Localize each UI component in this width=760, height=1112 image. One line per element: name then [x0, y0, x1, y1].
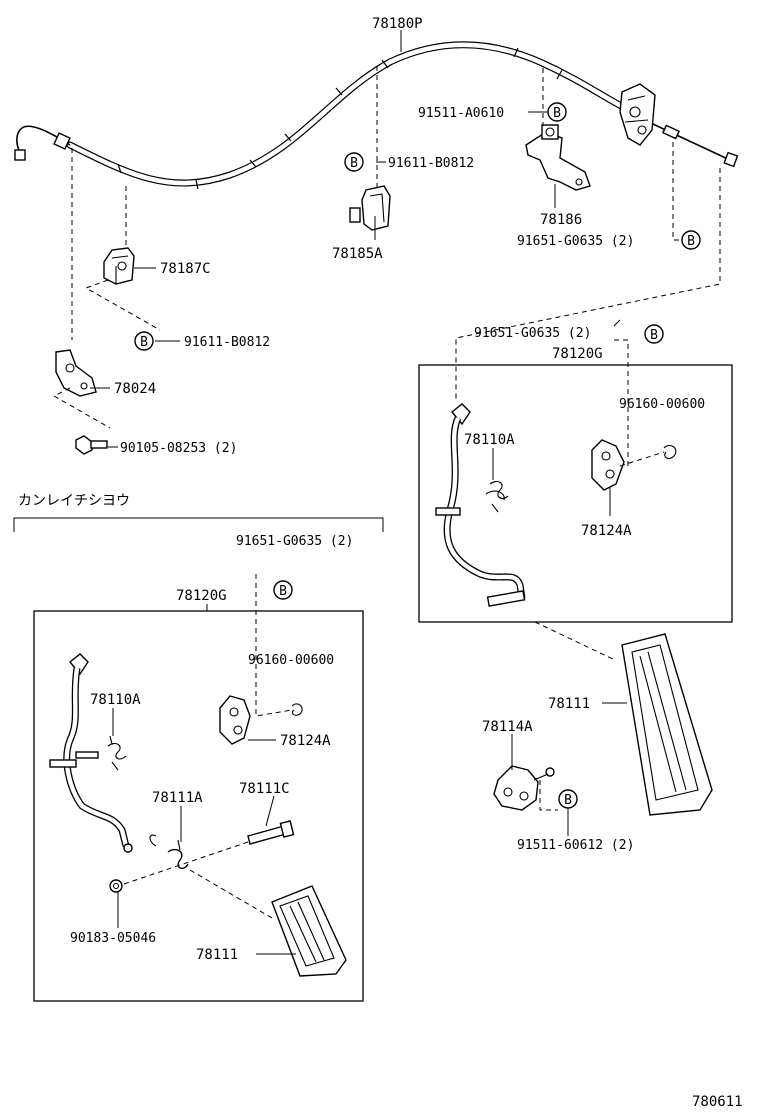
label-78186: 78186: [540, 212, 582, 228]
svg-text:B: B: [553, 106, 561, 121]
label-78187C: 78187C: [160, 261, 211, 277]
callout-b-4: B: [134, 331, 154, 351]
pedal-pad-78111-left: [271, 885, 347, 977]
label-78124A-left: 78124A: [280, 733, 331, 749]
callout-b-1: B: [547, 102, 567, 122]
label-91611-B0812-top: 91611-B0812: [388, 156, 474, 171]
sensor-78124A-left: [219, 695, 303, 745]
right-box-dashed: [614, 339, 665, 470]
bracket-78024: [55, 349, 97, 397]
label-91611-B0812-left: 91611-B0812: [184, 335, 270, 350]
pedal-arm-right: [435, 403, 526, 607]
label-91511-A0610: 91511-A0610: [418, 106, 504, 121]
label-78110A-right: 78110A: [464, 432, 515, 448]
svg-text:B: B: [140, 335, 148, 350]
svg-text:B: B: [279, 584, 287, 599]
label-90105-08253: 90105-08253 (2): [120, 441, 237, 456]
label-91511-60612: 91511-60612 (2): [517, 838, 634, 853]
clip-78185A: [349, 185, 391, 231]
left-box-dashed-b: [123, 841, 249, 885]
label-78111-right: 78111: [548, 696, 590, 712]
label-78110A-left: 78110A: [90, 692, 141, 708]
spring-left: [107, 735, 127, 771]
label-78114A: 78114A: [482, 719, 533, 735]
diagram-id: 780611: [692, 1094, 743, 1110]
left-box-dashed-a: [255, 574, 293, 717]
upper-dashed-leaders: [52, 66, 721, 429]
label-78111C: 78111C: [239, 781, 290, 797]
pedal-pad-78111-right: [621, 633, 713, 816]
box-78120G-left: [33, 610, 364, 1002]
leader-lines: [90, 30, 627, 955]
callout-b-2: B: [344, 152, 364, 172]
label-96160-00600-right: 96160-00600: [619, 397, 705, 412]
callout-b-7: B: [273, 580, 293, 600]
label-96160-00600-left: 96160-00600: [248, 653, 334, 668]
clip-78187C: [103, 247, 135, 285]
label-91651-G0635-left: 91651-G0635 (2): [236, 534, 353, 549]
label-78120G-left: 78120G: [176, 588, 227, 604]
svg-text:B: B: [687, 234, 695, 249]
box-78120G-right: [418, 364, 733, 623]
label-78124A-right: 78124A: [581, 523, 632, 539]
svg-text:B: B: [564, 793, 572, 808]
label-78185A: 78185A: [332, 246, 383, 262]
label-78111-left: 78111: [196, 947, 238, 963]
bracket-78186: [525, 124, 591, 191]
section-title: カンレイチシヨウ: [18, 493, 130, 509]
pedal-arm-left: [49, 653, 133, 853]
accelerator-cable: [14, 41, 739, 190]
bracket-78114A: [493, 765, 555, 811]
callout-b-6: B: [558, 789, 578, 809]
section-bracket-line: [13, 517, 384, 532]
svg-text:B: B: [350, 156, 358, 171]
label-78024: 78024: [114, 381, 156, 397]
label-78120G-right: 78120G: [552, 346, 603, 362]
svg-text:B: B: [650, 328, 658, 343]
callout-b-3: B: [681, 230, 701, 250]
callout-b-5: B: [644, 324, 664, 344]
sensor-78124A-right: [591, 439, 677, 491]
spring-78111A: [149, 834, 189, 870]
washer-90183: [109, 879, 123, 893]
label-78111A: 78111A: [152, 790, 203, 806]
label-91651-G0635-right: 91651-G0635 (2): [474, 326, 591, 341]
pin-78111C: [247, 820, 295, 845]
cable-bracket: [619, 83, 656, 146]
label-90183-05046: 90183-05046: [70, 931, 156, 946]
spring-right: [485, 481, 509, 513]
label-78180P: 78180P: [372, 16, 423, 32]
label-91651-G0635-top: 91651-G0635 (2): [517, 234, 634, 249]
bolt-90105: [75, 435, 108, 455]
